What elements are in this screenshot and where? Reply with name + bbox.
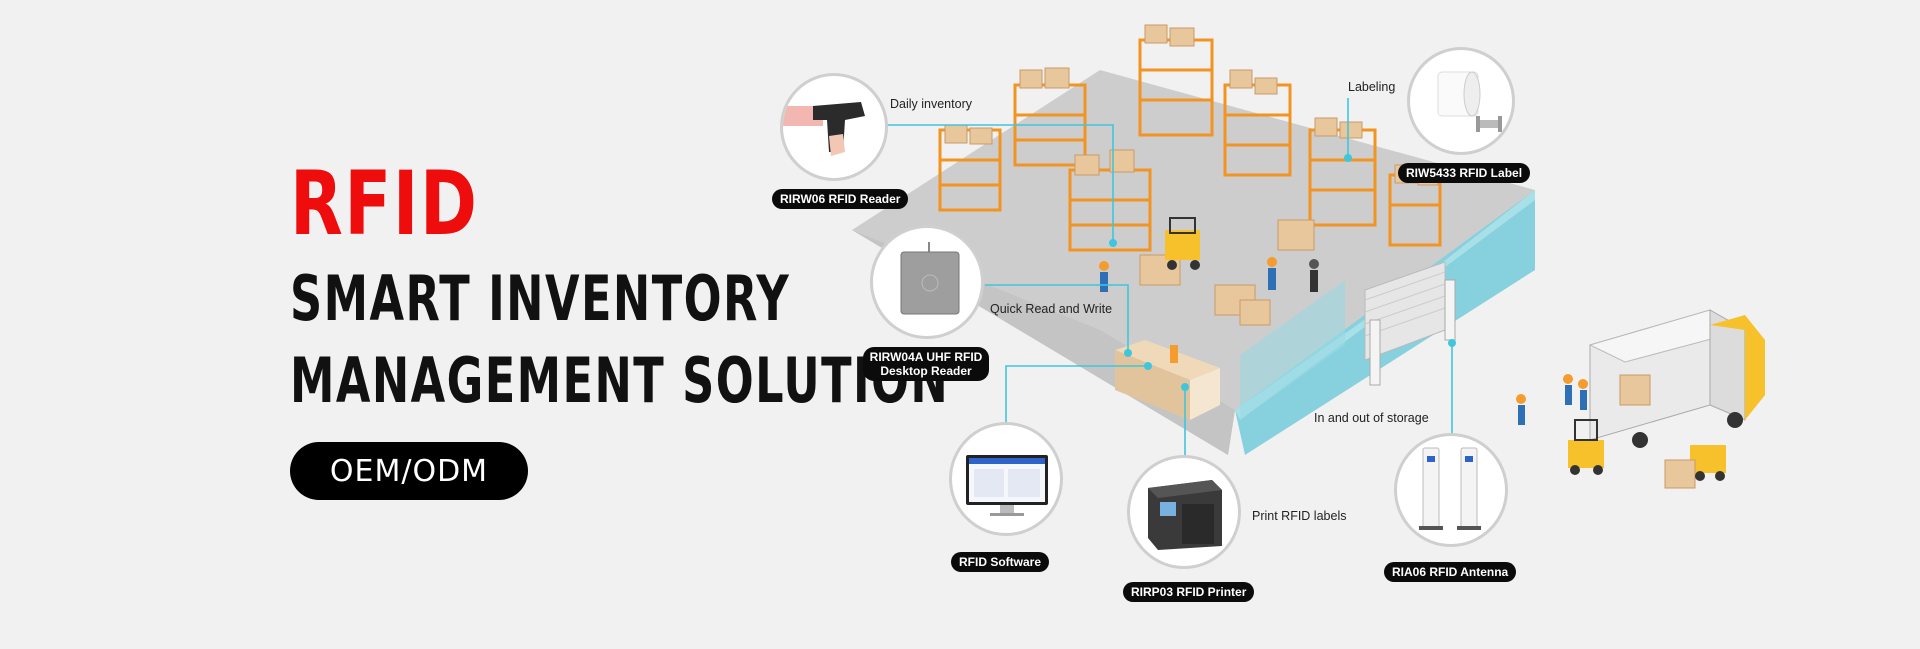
oem-odm-button[interactable]: OEM/ODM	[290, 442, 528, 500]
connector-lines	[880, 98, 1453, 455]
desktop-reader-circle	[870, 225, 984, 339]
callout-quick-read-write: Quick Read and Write	[990, 302, 1113, 316]
hero-title-rfid: RFID	[290, 152, 479, 255]
handheld-reader-icon	[783, 102, 865, 156]
callout-print-labels: Print RFID labels	[1252, 509, 1347, 523]
printer-circle	[1127, 455, 1241, 569]
hero-title-line1: SMART INVENTORY	[290, 262, 791, 335]
callout-labeling: Labeling	[1348, 80, 1396, 94]
antenna-gate-icon	[1419, 447, 1481, 530]
label-roll-icon	[1437, 71, 1502, 132]
software-circle	[949, 422, 1063, 536]
pill-desktop-reader: RIRW04A UHF RFID Desktop Reader	[863, 347, 989, 381]
reader-circle	[780, 73, 888, 181]
callout-daily-inventory: Daily inventory	[890, 97, 972, 111]
label-circle	[1407, 47, 1515, 155]
printer-icon	[1148, 480, 1222, 550]
desktop-reader-icon	[900, 242, 960, 315]
pill-software: RFID Software	[951, 552, 1050, 572]
pill-reader: RIRW06 RFID Reader	[772, 189, 909, 209]
antenna-circle	[1394, 433, 1508, 547]
dock-door-icon	[1364, 261, 1456, 386]
outdoor-forklifts	[1568, 419, 1726, 489]
pill-printer: RIRP03 RFID Printer	[1123, 582, 1255, 602]
forklift-icon	[1165, 217, 1200, 270]
reception-desk	[1115, 340, 1220, 420]
pill-antenna: RIA06 RFID Antenna	[1384, 562, 1517, 582]
workers	[1099, 257, 1319, 363]
monitor-icon	[966, 455, 1048, 516]
hero-title-line2: MANAGEMENT SOLUTION	[290, 344, 950, 417]
pill-label: RIW5433 RFID Label	[1398, 163, 1531, 183]
pill-desktop-line2: Desktop Reader	[880, 364, 972, 378]
outdoor-workers	[1516, 374, 1588, 425]
callout-in-out-storage: In and out of storage	[1314, 411, 1429, 425]
delivery-truck-icon	[1588, 309, 1765, 448]
pill-desktop-line1: RIRW04A UHF RFID	[869, 350, 983, 364]
